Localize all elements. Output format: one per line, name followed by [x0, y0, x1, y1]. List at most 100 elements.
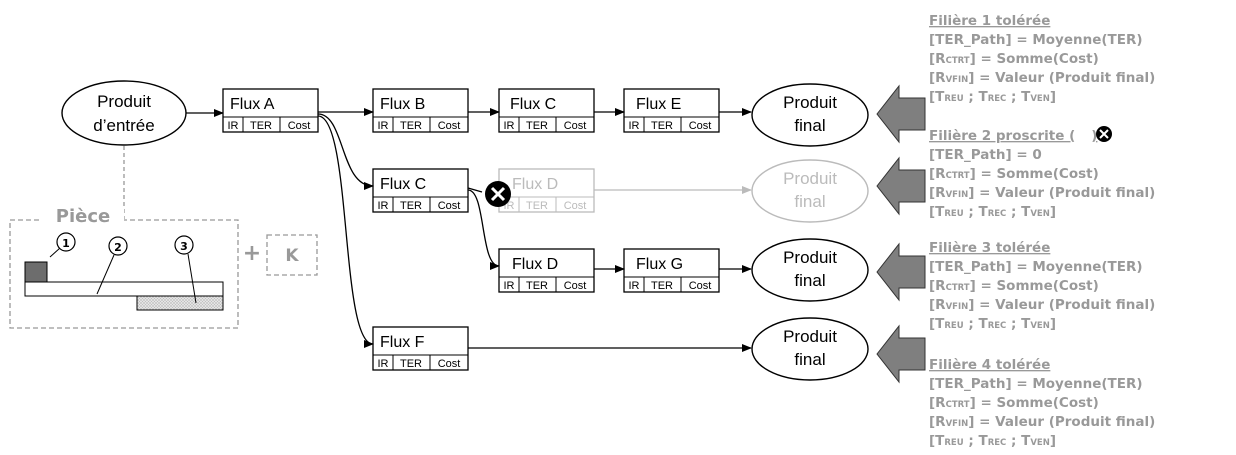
flux-d-faded-ir: IR: [504, 200, 515, 212]
filiere-1-rvfin: [RVFIN] = Valeur (Produit final): [929, 70, 1155, 86]
flux-d-faded-label: Flux D: [512, 176, 558, 193]
flux-b-cost: Cost: [438, 120, 461, 132]
filiere-2-prohibited-icon: [1096, 126, 1112, 142]
marker-2-icon: [108, 236, 128, 256]
k-label: K: [285, 246, 299, 266]
output-3-line2: final: [794, 271, 825, 290]
flux-e-ter: TER: [651, 120, 673, 132]
piece-element-3-hatched: [136, 295, 224, 311]
flux-c-top-node: Flux C IR TER Cost: [498, 88, 595, 133]
filiere-2-info: Filière 2 proscrite () [TER_Path] = 0 [R…: [929, 126, 1155, 220]
flux-c-top-cost: Cost: [564, 120, 587, 132]
flux-d-cost: Cost: [564, 280, 587, 292]
flux-e-ir: IR: [629, 120, 640, 132]
output-2-line2: final: [794, 192, 825, 211]
piece-title: Pièce: [56, 206, 110, 227]
flux-b-node: Flux B IR TER Cost: [372, 88, 469, 133]
flux-g-ter: TER: [651, 280, 673, 292]
flux-c-top-label: Flux C: [510, 96, 556, 113]
output-4-line1: Produit: [783, 327, 837, 346]
flux-d-faded-node: Flux D IR TER Cost: [498, 168, 595, 213]
filiere-2-ter-path: [TER_Path] = 0: [929, 147, 1042, 163]
flux-b-ir: IR: [378, 120, 389, 132]
flux-a-to-flux-f-edge: [317, 115, 374, 348]
flux-a-ter: TER: [250, 120, 272, 132]
flux-c-top-ir: IR: [504, 120, 515, 132]
output-product-node-4: Produit final: [751, 317, 869, 381]
filiere-1-ter-path: [TER_Path] = Moyenne(TER): [929, 32, 1143, 48]
grey-arrow-icon-2: [876, 156, 926, 216]
flux-c-mid-cost: Cost: [438, 200, 461, 212]
filiere-3-info: Filière 3 tolérée [TER_Path] = Moyenne(T…: [929, 240, 1155, 332]
piece-bar: [24, 281, 224, 297]
grey-arrow-icon-4: [876, 324, 926, 384]
flux-f-ter: TER: [400, 358, 422, 370]
k-box: K: [266, 234, 318, 276]
filiere-2-title: Filière 2 proscrite (): [929, 128, 1097, 144]
marker-3-icon: [174, 235, 194, 255]
filiere-2-rctrt: [RCTRT] = Somme(Cost): [929, 166, 1099, 182]
flux-f-node: Flux F IR TER Cost: [372, 326, 469, 371]
marker-1-icon: [56, 232, 76, 252]
filiere-1-title: Filière 1 tolérée: [929, 13, 1050, 29]
flux-d-faded-cost: Cost: [564, 200, 587, 212]
input-product-node: Produit d’entrée: [61, 80, 187, 146]
flux-c-top-ter: TER: [526, 120, 548, 132]
flux-b-ter: TER: [400, 120, 422, 132]
flux-a-to-flux-c-mid-edge: [317, 113, 374, 190]
filiere-1-times: [TREU ; TREC ; TVEN]: [929, 89, 1056, 105]
flux-d-label: Flux D: [512, 256, 558, 273]
flux-e-cost: Cost: [689, 120, 712, 132]
flux-c-mid-to-flux-d-faded-edge: [467, 187, 483, 193]
grey-arrow-icon-1: [876, 84, 926, 144]
flux-c-mid-ir: IR: [378, 200, 389, 212]
flux-g-label: Flux G: [636, 256, 683, 273]
filiere-4-info: Filière 4 tolérée [TER_Path] = Moyenne(T…: [929, 357, 1155, 449]
filiere-1-rctrt: [RCTRT] = Somme(Cost): [929, 51, 1099, 67]
flux-g-cost: Cost: [689, 280, 712, 292]
flux-d-ter: TER: [526, 280, 548, 292]
output-3-line1: Produit: [783, 248, 837, 267]
flux-f-cost: Cost: [438, 358, 461, 370]
filiere-4-rvfin: [RVFIN] = Valeur (Produit final): [929, 414, 1155, 430]
filiere-3-title: Filière 3 tolérée: [929, 240, 1050, 256]
input-product-line2: d’entrée: [93, 116, 154, 135]
marker-3-label: 3: [180, 240, 188, 253]
flux-b-label: Flux B: [380, 96, 425, 113]
flux-a-cost: Cost: [288, 120, 311, 132]
grey-arrow-icon-3: [876, 242, 926, 302]
flux-g-ir: IR: [629, 280, 640, 292]
output-4-line2: final: [794, 350, 825, 369]
filiere-3-rvfin: [RVFIN] = Valeur (Produit final): [929, 297, 1155, 313]
piece-group: Pièce 1 2 3: [9, 206, 239, 329]
flux-c-mid-ter: TER: [400, 200, 422, 212]
filiere-4-title: Filière 4 tolérée: [929, 357, 1050, 373]
flux-f-label: Flux F: [380, 334, 425, 351]
filiere-3-times: [TREU ; TREC ; TVEN]: [929, 316, 1056, 332]
filiere-2-times: [TREU ; TREC ; TVEN]: [929, 204, 1056, 220]
flux-e-label: Flux E: [636, 96, 681, 113]
plus-sign: +: [243, 241, 261, 266]
filiere-2-rvfin: [RVFIN] = Valeur (Produit final): [929, 185, 1155, 201]
output-product-node-2-faded: Produit final: [751, 159, 869, 223]
flux-d-node: Flux D IR TER Cost: [498, 248, 595, 293]
flux-a-label: Flux A: [230, 96, 275, 113]
prohibited-marker-icon: [485, 181, 511, 207]
flux-c-mid-to-flux-d-edge: [467, 189, 500, 270]
output-product-node-1: Produit final: [751, 83, 869, 147]
flux-c-mid-node: Flux C IR TER Cost: [372, 168, 469, 213]
filiere-4-ter-path: [TER_Path] = Moyenne(TER): [929, 376, 1143, 392]
output-2-line1: Produit: [783, 169, 837, 188]
marker-2-label: 2: [114, 241, 122, 254]
flux-e-node: Flux E IR TER Cost: [623, 88, 720, 133]
flux-c-mid-label: Flux C: [380, 176, 426, 193]
output-1-line2: final: [794, 116, 825, 135]
marker-1-label: 1: [62, 237, 70, 250]
output-1-line1: Produit: [783, 93, 837, 112]
filiere-3-rctrt: [RCTRT] = Somme(Cost): [929, 278, 1099, 294]
filiere-4-times: [TREU ; TREC ; TVEN]: [929, 433, 1056, 449]
filiere-1-info: Filière 1 tolérée [TER_Path] = Moyenne(T…: [929, 13, 1155, 105]
flux-g-node: Flux G IR TER Cost: [623, 248, 720, 293]
flux-a-ir: IR: [228, 120, 239, 132]
